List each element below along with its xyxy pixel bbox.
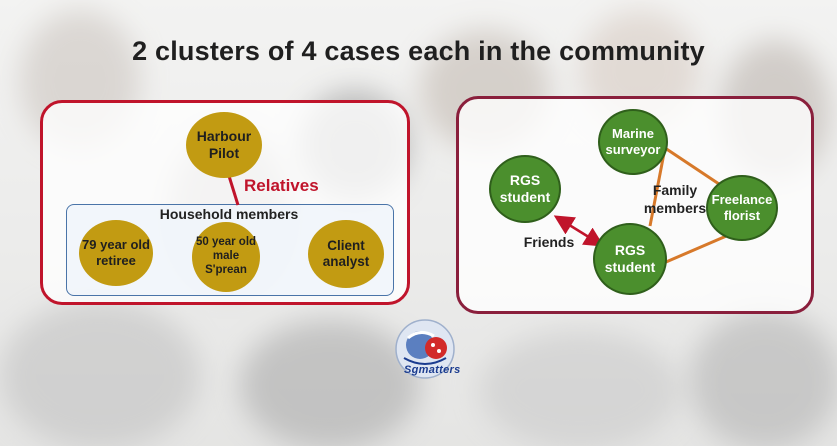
node-50-year-old-male: 50 year old male S'prean — [192, 222, 260, 292]
family-link-student-florist — [666, 234, 731, 262]
node-freelance-florist: Freelance florist — [706, 175, 778, 241]
relatives-link — [229, 176, 238, 205]
node-client-analyst: Client analyst — [308, 220, 384, 288]
node-rgs-student-top: RGS student — [489, 155, 561, 223]
family-members-label: Family members — [640, 182, 710, 217]
logo-wordmark: Sgmatters — [404, 364, 461, 376]
node-79-year-old-retiree: 79 year old retiree — [79, 220, 153, 286]
node-harbour-pilot: Harbour Pilot — [186, 112, 262, 178]
node-rgs-student-bottom: RGS student — [593, 223, 667, 295]
relatives-label: Relatives — [244, 176, 319, 196]
friends-label: Friends — [514, 234, 584, 252]
node-marine-surveyor: Marine surveyor — [598, 109, 668, 175]
